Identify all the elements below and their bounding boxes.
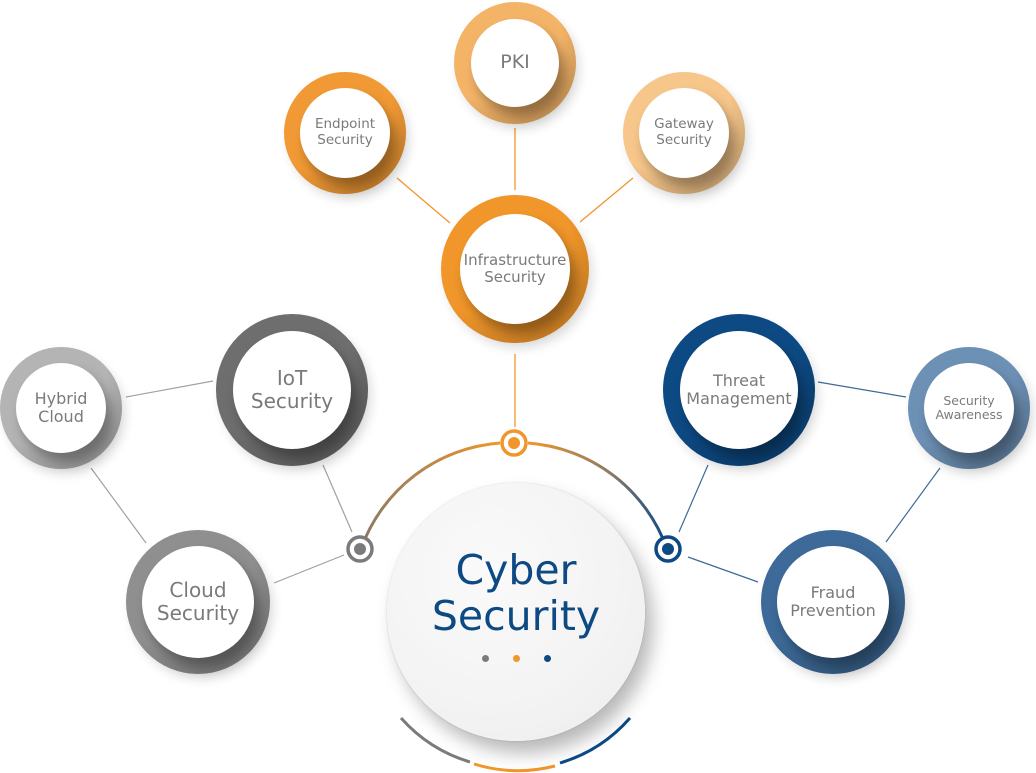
center-title: Cyber Security	[431, 545, 601, 640]
bottom-arc-orange	[473, 762, 556, 773]
connector-iot-hub	[322, 464, 353, 533]
connector-hybrid-cloud	[90, 467, 147, 544]
dot-orange	[512, 655, 520, 663]
node-cloud-security[interactable]: Cloud Security	[126, 530, 270, 674]
node-hybrid-cloud[interactable]: Hybrid Cloud	[0, 347, 122, 469]
connector-awareness-fraud	[885, 467, 941, 543]
connector-endpoint-infrastructure	[396, 177, 451, 224]
dot-blue	[543, 655, 551, 663]
connector-threat-hub	[678, 464, 709, 533]
connector-threat-awareness	[817, 381, 907, 398]
node-label: Endpoint Security	[314, 116, 376, 148]
node-label: PKI	[500, 51, 530, 74]
node-pki[interactable]: PKI	[454, 2, 576, 124]
bottom-arc-blue	[559, 717, 632, 765]
connector-gateway-infrastructure	[579, 177, 634, 223]
connector-hybrid-iot	[125, 380, 214, 398]
node-label: Infrastructure Security	[463, 250, 567, 286]
dot-gray	[481, 655, 489, 663]
main-arc-right	[527, 441, 669, 550]
node-infrastructure-security[interactable]: Infrastructure Security	[441, 195, 589, 343]
connector-cloud-hub	[273, 554, 345, 584]
node-security-awareness[interactable]: Security Awareness	[908, 347, 1030, 469]
bottom-arc-gray	[399, 717, 471, 764]
hub-marker-threat	[654, 535, 682, 563]
node-label: Security Awareness	[935, 392, 1003, 422]
hub-marker-infrastructure	[500, 429, 528, 457]
node-label: Gateway Security	[654, 116, 714, 148]
node-gateway-security[interactable]: Gateway Security	[623, 72, 745, 194]
connector-hub-fraud	[687, 556, 759, 583]
center-node-cyber-security[interactable]: Cyber Security	[387, 483, 645, 741]
node-label: IoT Security	[250, 366, 334, 413]
node-endpoint-security[interactable]: Endpoint Security	[284, 72, 406, 194]
node-label: Threat Management	[686, 370, 792, 408]
node-iot-security[interactable]: IoT Security	[216, 314, 368, 466]
node-label: Cloud Security	[156, 578, 240, 625]
node-label: Fraud Prevention	[790, 582, 876, 620]
node-threat-management[interactable]: Threat Management	[663, 314, 815, 466]
main-arc-left	[359, 441, 501, 550]
hub-marker-cloud	[346, 535, 374, 563]
node-fraud-prevention[interactable]: Fraud Prevention	[761, 530, 905, 674]
center-dots	[481, 655, 551, 663]
node-label: Hybrid Cloud	[34, 388, 88, 426]
